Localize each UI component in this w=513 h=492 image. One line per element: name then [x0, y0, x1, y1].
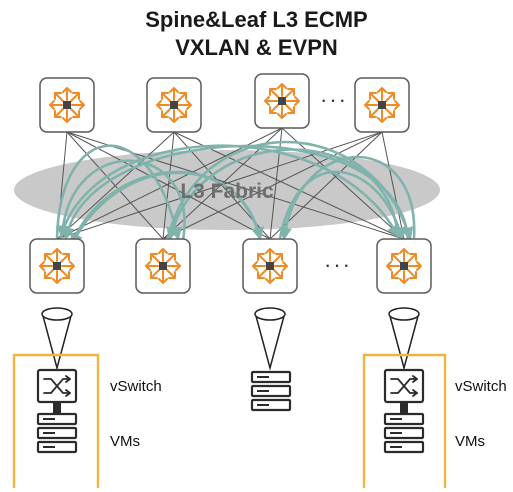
- leaf-switch-2[interactable]: [135, 238, 191, 294]
- leaf-ellipsis: ···: [324, 252, 352, 277]
- spine-switch-1[interactable]: [39, 77, 95, 133]
- fabric-link: [281, 127, 405, 240]
- leaf-switch-3[interactable]: [242, 238, 298, 294]
- server-stack-icon: [250, 370, 292, 412]
- vxlan-tunnel-arrow: [58, 144, 400, 241]
- fabric-label: L3 Fabric: [180, 180, 274, 203]
- vswitch-vm-connector: [400, 403, 408, 413]
- leaf-3-downlink: [254, 307, 286, 371]
- spine-switch-2[interactable]: [146, 77, 202, 133]
- left-vms-label: VMs: [110, 433, 140, 450]
- vxlan-tunnels: [55, 140, 416, 247]
- vxlan-tunnel-arrow: [55, 144, 183, 241]
- left-host-rack: vSwitch VMs: [12, 353, 162, 488]
- right-vswitch-label: vSwitch: [455, 378, 507, 395]
- virtual-switch-icon: [383, 368, 425, 404]
- right-host-rack: vSwitch VMs: [362, 353, 507, 488]
- fabric-link: [56, 131, 175, 240]
- vxlan-tunnel-arrow: [278, 170, 406, 241]
- fabric-link: [173, 131, 405, 240]
- spine-switch-4[interactable]: [354, 77, 410, 133]
- l3-fabric-cloud: [14, 150, 440, 230]
- title-line-1: Spine&Leaf L3 ECMP: [145, 7, 368, 32]
- leaf-switch-4[interactable]: [376, 238, 432, 294]
- vxlan-tunnel-arrow: [279, 155, 416, 241]
- leaf-4-downlink: [388, 307, 420, 371]
- fabric-link: [66, 131, 405, 240]
- vxlan-tunnel-arrow: [70, 171, 262, 247]
- spine-ellipsis: ···: [320, 87, 348, 112]
- server-stack-icon: [36, 412, 78, 454]
- server-stack-icon: [383, 412, 425, 454]
- leaf-switch-1[interactable]: [29, 238, 85, 294]
- title-line-2: VXLAN & EVPN: [175, 35, 338, 60]
- spine-switch-3[interactable]: [254, 73, 310, 129]
- fabric-link: [381, 131, 405, 240]
- virtual-switch-icon: [36, 368, 78, 404]
- vswitch-vm-connector: [53, 403, 61, 413]
- fabric-link: [162, 131, 383, 240]
- right-vms-label: VMs: [455, 433, 485, 450]
- leaf-1-downlink: [41, 307, 73, 371]
- diagram-title: Spine&Leaf L3 ECMP VXLAN & EVPN: [0, 6, 513, 62]
- left-vswitch-label: vSwitch: [110, 378, 162, 395]
- vxlan-tunnel-arrow: [61, 144, 410, 241]
